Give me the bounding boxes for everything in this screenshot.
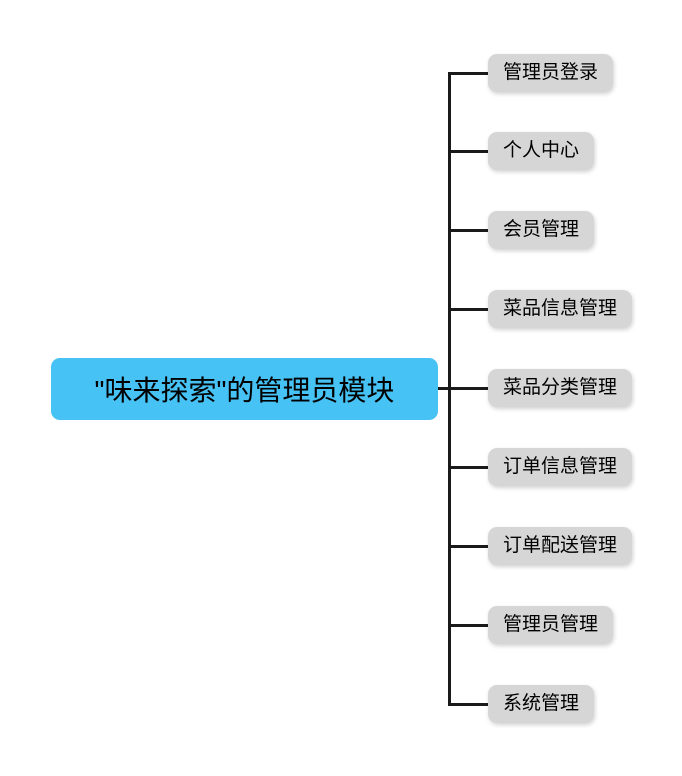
connector-branch <box>448 702 488 706</box>
connector-branch <box>448 623 488 627</box>
connector-branch <box>448 544 488 548</box>
child-node: 菜品分类管理 <box>488 369 633 407</box>
child-node: 菜品信息管理 <box>488 290 633 328</box>
connector-branch <box>448 465 488 469</box>
connector-branch <box>448 386 488 390</box>
child-node: 会员管理 <box>488 211 595 249</box>
connector-root <box>437 387 451 390</box>
child-node: 订单信息管理 <box>488 448 633 486</box>
child-node: 管理员登录 <box>488 54 614 92</box>
child-node: 订单配送管理 <box>488 527 633 565</box>
connector-branch <box>448 149 488 153</box>
root-node: "味来探索"的管理员模块 <box>51 358 438 420</box>
child-node: 系统管理 <box>488 685 595 723</box>
connector-branch <box>448 228 488 232</box>
child-node: 个人中心 <box>488 132 595 170</box>
connector-branch <box>448 307 488 311</box>
child-node: 管理员管理 <box>488 606 614 644</box>
connector-branch <box>448 71 488 75</box>
